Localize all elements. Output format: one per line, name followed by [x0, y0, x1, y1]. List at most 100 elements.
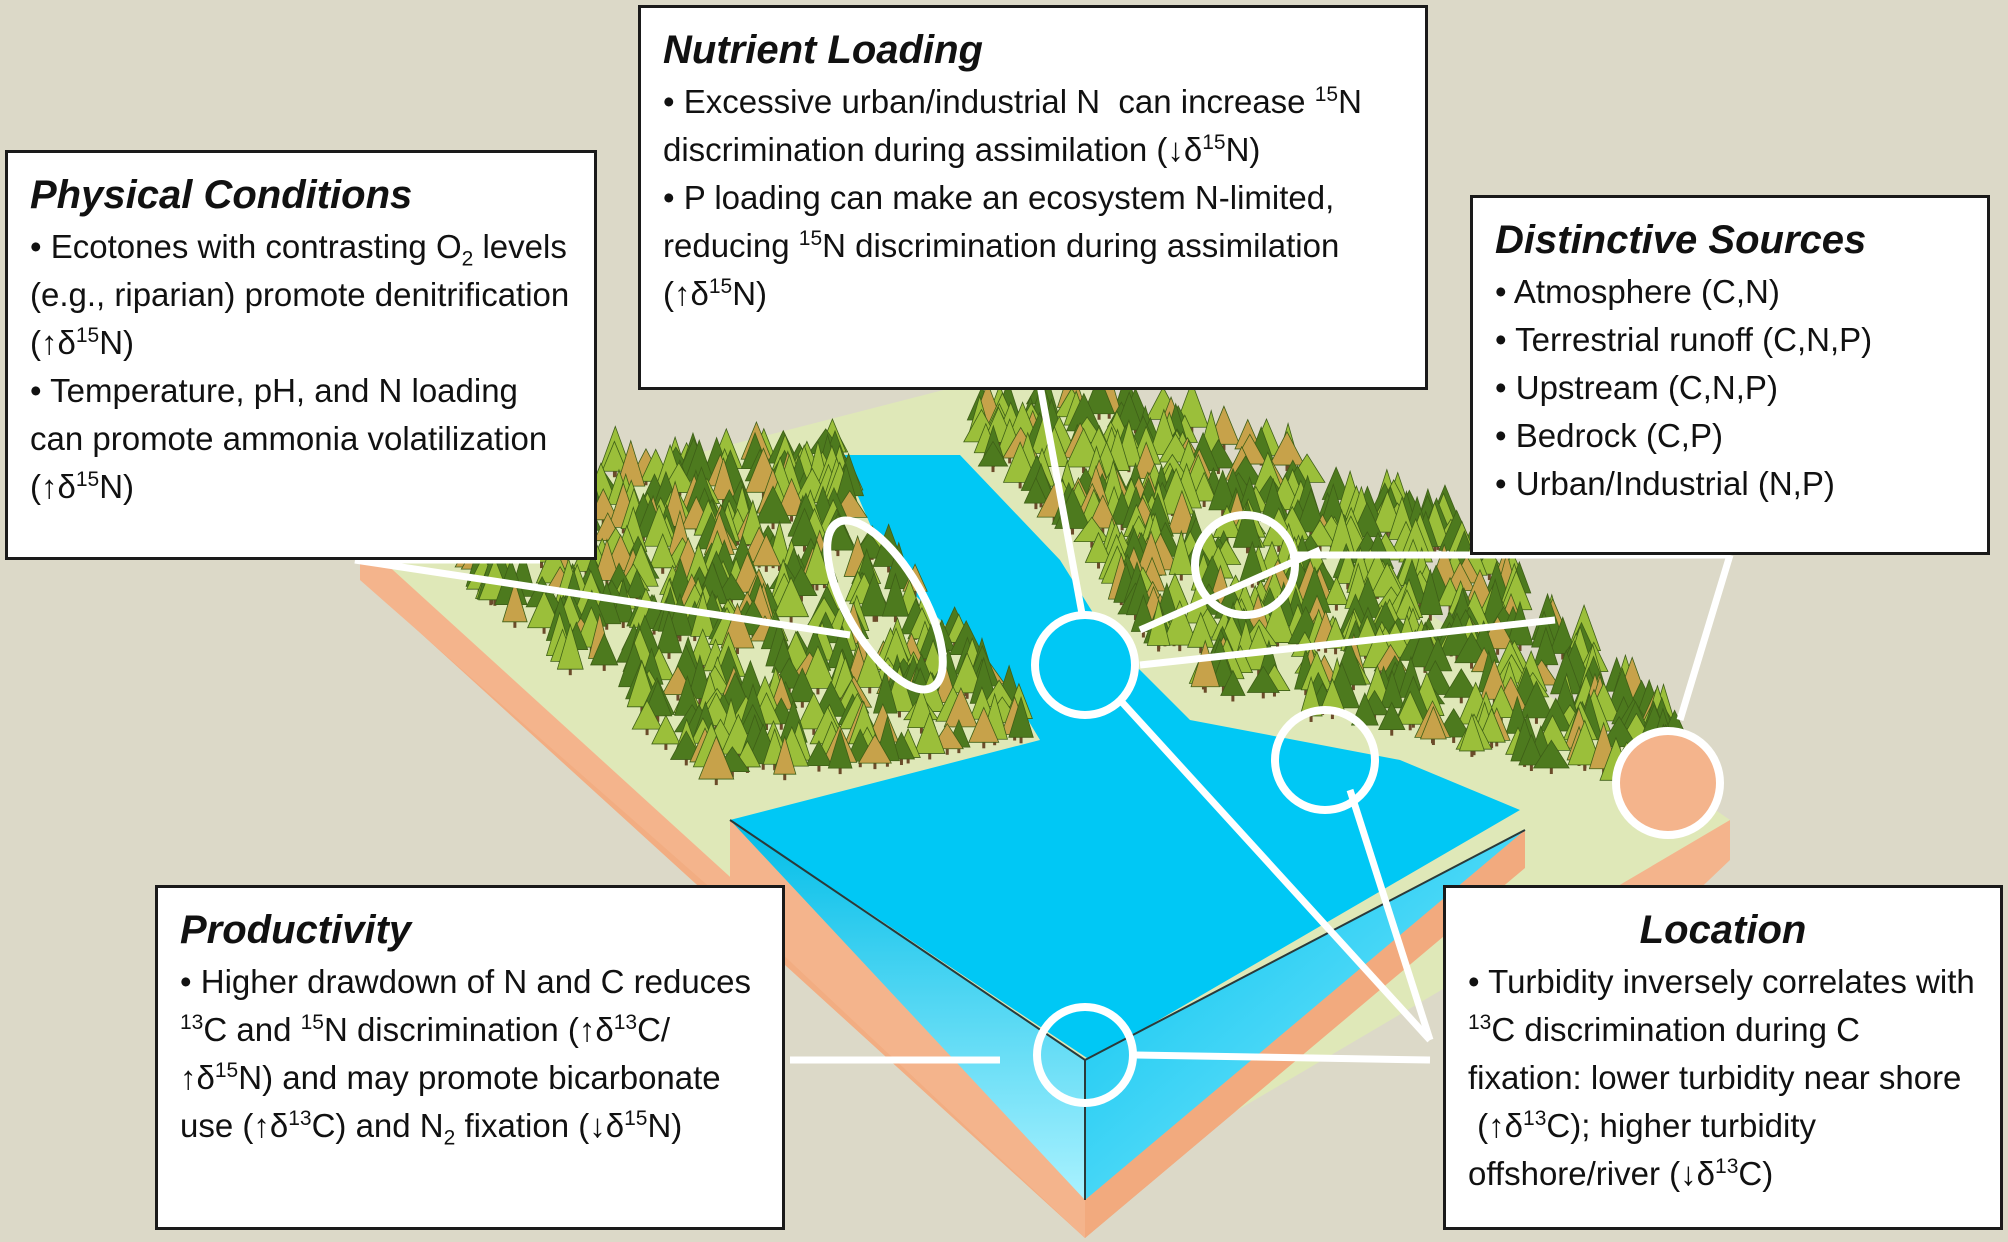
tree-trunk — [779, 721, 783, 730]
tree-trunk — [838, 766, 842, 775]
tree-trunk — [899, 757, 903, 766]
tree-icon — [631, 699, 663, 730]
tree-trunk — [1285, 463, 1289, 472]
water-column-circle — [1033, 1003, 1137, 1107]
tree-trunk — [1101, 526, 1105, 535]
list-item: Temperature, pH, and N loading can promo… — [30, 367, 572, 511]
tree-icon — [1008, 696, 1034, 738]
riparian-ellipse — [823, 516, 947, 694]
tree-icon — [710, 456, 737, 500]
highlight-circles — [823, 511, 1724, 1107]
tree-trunk — [802, 543, 806, 552]
tree-icon — [1295, 487, 1327, 533]
tree-icon — [1232, 500, 1263, 548]
tree-trunk — [1318, 544, 1322, 553]
tree-trunk — [783, 772, 787, 781]
tree-trunk — [693, 633, 697, 642]
tree-trunk — [698, 696, 702, 705]
tree-trunk — [664, 741, 668, 750]
tree-trunk — [778, 562, 782, 571]
tree-trunk — [1097, 560, 1101, 569]
tree-trunk — [568, 667, 572, 676]
tree-trunk — [893, 614, 897, 623]
tree-icon — [751, 533, 782, 567]
soil-under-water — [1085, 830, 1525, 1238]
tree-icon — [857, 733, 893, 764]
tree-trunk — [1330, 711, 1334, 720]
tree-icon — [1417, 568, 1444, 616]
tree-icon — [1549, 616, 1577, 654]
tree-trunk — [640, 704, 644, 713]
tree-trunk — [1221, 507, 1225, 516]
tree-trunk — [1487, 572, 1491, 581]
tree-trunk — [799, 593, 803, 602]
list-item: P loading can make an ecosystem N-limite… — [663, 174, 1403, 318]
tree-trunk — [1351, 682, 1355, 691]
tree-icon — [1394, 690, 1426, 725]
tree-icon — [1486, 684, 1517, 719]
tree-trunk — [1385, 530, 1389, 539]
list-item: Terrestrial runoff (C,N,P) — [1495, 316, 1965, 364]
list-item: Upstream (C,N,P) — [1495, 364, 1965, 412]
tree-trunk — [684, 757, 688, 766]
tree-icon — [950, 651, 985, 694]
tree-trunk — [1324, 644, 1328, 653]
tree-trunk — [1231, 693, 1235, 702]
tree-icon — [1519, 680, 1554, 719]
tree-trunk — [1008, 455, 1012, 464]
tree-trunk — [761, 490, 765, 499]
tree-trunk — [735, 646, 739, 655]
tree-trunk — [1304, 687, 1308, 696]
tree-icon — [773, 576, 810, 618]
tree-trunk — [1178, 643, 1182, 652]
tree-trunk — [919, 725, 923, 734]
tree-trunk — [1390, 727, 1394, 736]
tree-icon — [1168, 529, 1194, 575]
tree-trunk — [789, 614, 793, 623]
tree-trunk — [1455, 653, 1459, 662]
list-item: Atmosphere (C,N) — [1495, 268, 1965, 316]
tree-trunk — [928, 751, 932, 760]
tree-trunk — [1133, 611, 1137, 620]
tree-trunk — [1107, 410, 1111, 419]
tree-trunk — [887, 564, 891, 573]
tree-icon — [1443, 668, 1480, 698]
tree-icon — [1220, 669, 1246, 696]
tree-icon — [857, 571, 891, 617]
tree-icon — [1323, 576, 1350, 605]
tree-trunk — [873, 761, 877, 770]
tree-trunk — [868, 685, 872, 694]
tree-trunk — [1276, 640, 1280, 649]
tree-trunk — [513, 619, 517, 628]
tree-trunk — [667, 650, 671, 659]
soil-front-lower — [360, 545, 730, 905]
tree-trunk — [1518, 643, 1522, 652]
callout-lines — [354, 384, 1734, 1064]
tree-trunk — [493, 597, 497, 606]
nutrient-loading-panel: Nutrient Loading Excessive urban/industr… — [638, 5, 1428, 390]
tree-trunk — [1199, 645, 1203, 654]
tree-icon — [1002, 441, 1038, 483]
tree-icon — [625, 568, 649, 599]
tree-trunk — [621, 619, 625, 628]
tree-trunk — [678, 633, 682, 642]
tree-trunk — [1157, 643, 1161, 652]
tree-trunk — [913, 589, 917, 598]
tree-trunk — [489, 597, 493, 606]
tree-icon — [1260, 595, 1295, 643]
tree-icon — [1268, 430, 1306, 466]
tree-icon — [1377, 701, 1406, 731]
tree-trunk — [621, 525, 625, 534]
tree-trunk — [1490, 740, 1494, 749]
tree-icon — [651, 714, 681, 745]
tree-trunk — [656, 713, 660, 722]
tree-icon — [1458, 713, 1485, 752]
tree-trunk — [1428, 612, 1432, 621]
tree-trunk — [773, 762, 777, 771]
bedrock-circle — [1612, 727, 1724, 839]
tree-trunk — [1097, 411, 1101, 420]
tree-icon — [799, 645, 837, 689]
panel-list: Atmosphere (C,N) Terrestrial runoff (C,N… — [1495, 268, 1965, 508]
nearshore-circle — [1271, 706, 1379, 814]
